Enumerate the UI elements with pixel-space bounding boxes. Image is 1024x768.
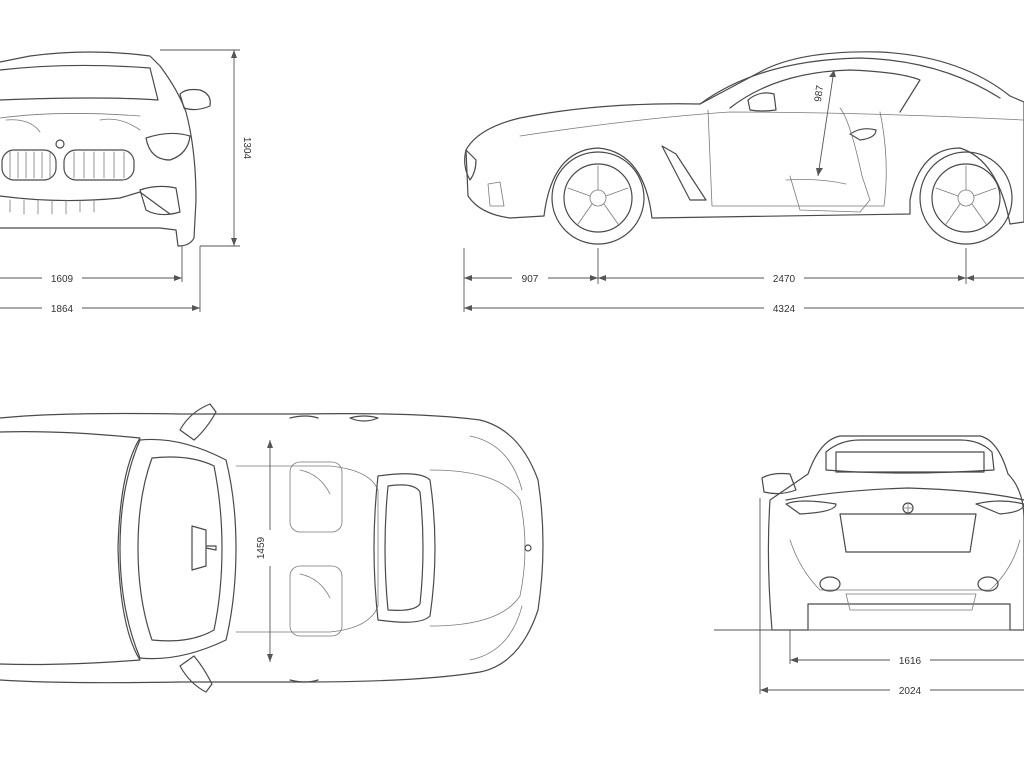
front-view: 1304 1609 1864 [0,49,252,315]
front-overhang-dimension: 907 [463,248,599,312]
rear-width-label: 2024 [899,686,922,697]
front-width-dimension: 1864 [0,246,201,315]
length-label: 4324 [773,304,796,315]
rear-view: 1616 2024 [714,435,1024,697]
front-track-dimension: 1609 [0,246,183,285]
rear-width-dimension: 2024 [759,498,1024,697]
rear-emblem-icon [902,502,914,514]
front-height-dimension: 1304 [160,49,252,247]
top-view: 1459 [0,403,544,693]
hood-emblem-icon [524,544,532,552]
wheelbase-label: 2470 [773,274,796,285]
left-exhaust-icon [819,576,841,592]
front-track-label: 1609 [51,274,74,285]
headroom-label: 987 [813,84,826,102]
interior-width-label: 1459 [256,536,267,559]
front-width-label: 1864 [51,304,74,315]
rear-track-label: 1616 [899,656,922,667]
front-height-label: 1304 [241,137,252,160]
brand-logo-icon [55,139,65,149]
interior-width-dimension: 1459 [256,440,274,662]
rear-track-dimension: 1616 [789,630,1024,667]
side-view: 987 907 2470 4324 [463,51,1024,315]
wheelbase-dimension: 2470 [598,248,1024,285]
headroom-dimension: 987 [813,69,836,177]
right-exhaust-icon [977,576,999,592]
kidney-grille-icon [1,149,135,181]
length-dimension: 4324 [464,300,1024,315]
front-overhang-label: 907 [522,274,539,285]
rear-wheel-icon [919,151,1013,245]
front-wheel-icon [551,151,645,245]
